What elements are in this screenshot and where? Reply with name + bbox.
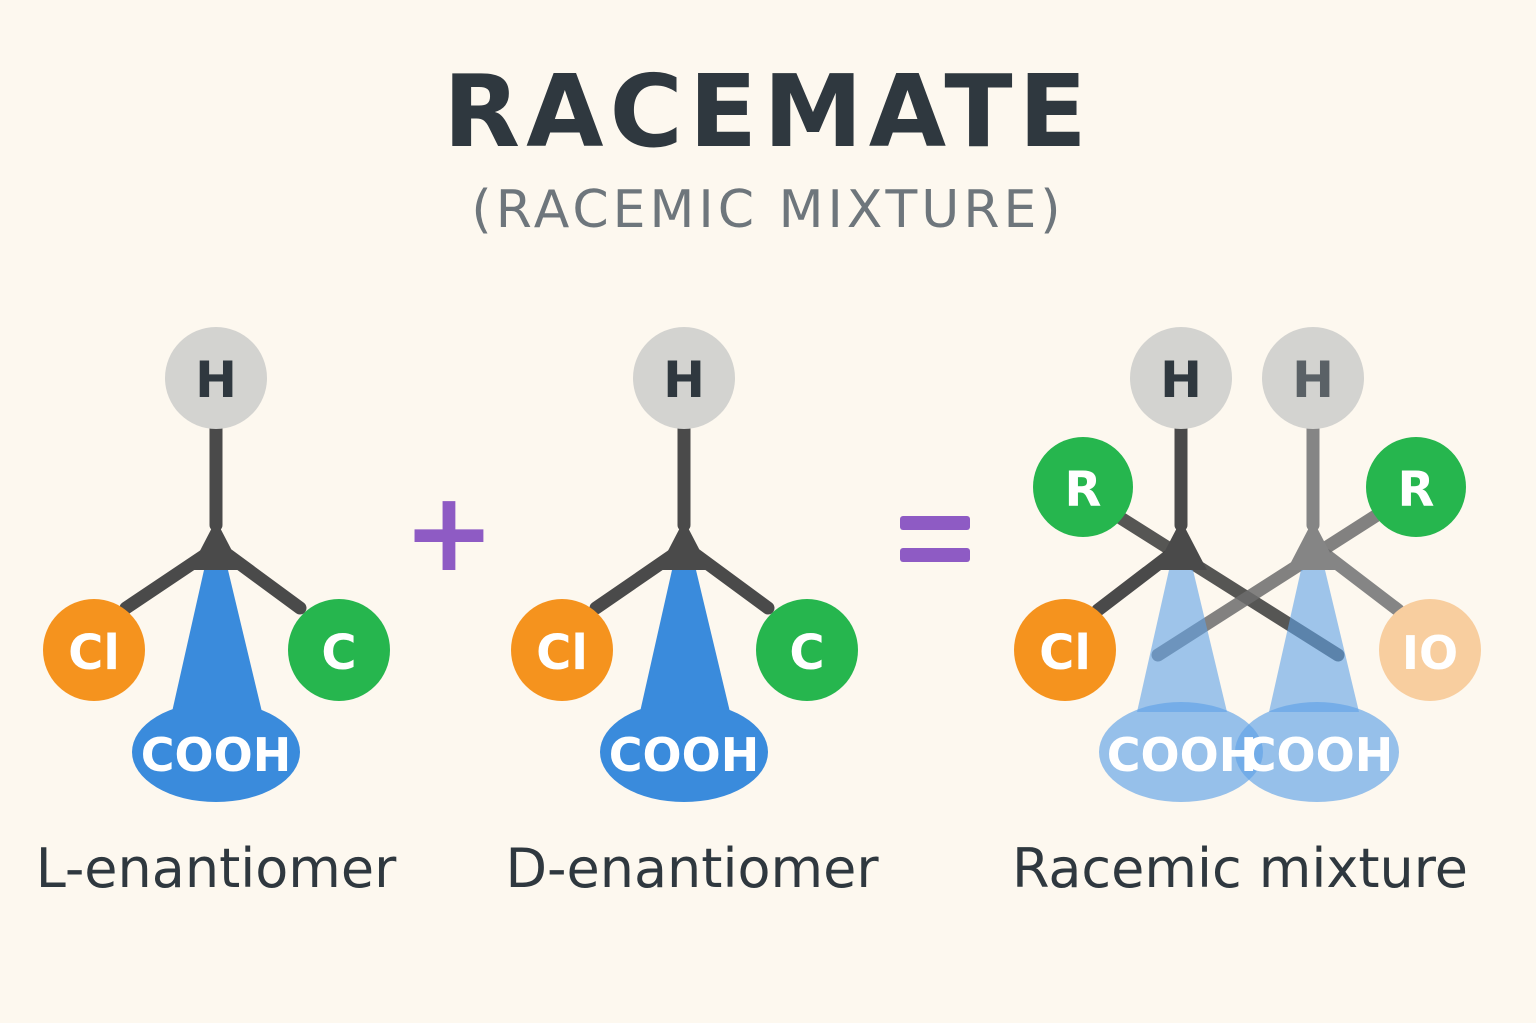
bond-right [1319,548,1405,617]
central-carbon [190,520,242,570]
r-group-label-first: R [1065,462,1102,518]
io-label: IO [1402,626,1458,680]
hydrogen-label: H [663,351,705,409]
cooh-label: COOH [141,728,291,782]
cooh-label-second: COOH [1243,728,1393,782]
central-carbon [658,520,710,570]
racemic-mixture: COOH COOH H H R R Cl IO [1014,327,1481,802]
r-group-label-second: R [1398,462,1435,518]
chlorine-atom [43,599,145,701]
hydrogen-atom-second [1262,327,1364,429]
hydrogen-label-second: H [1292,351,1334,409]
caption-racemic-mixture: Racemic mixture [1012,837,1468,900]
wedge-bond-second [1269,570,1359,712]
carbon-atom [756,599,858,701]
hydrogen-atom [633,327,735,429]
hydrogen-label-first: H [1160,351,1202,409]
wedge-bond [172,570,262,712]
bond-left [119,548,212,615]
chlorine-label: Cl [536,625,588,681]
d-enantiomer: COOH H Cl C [511,327,858,802]
central-carbon [1155,520,1207,570]
chlorine-label: Cl [1039,625,1091,681]
r-group-atom-first [1033,437,1133,537]
bond-right [221,548,307,615]
central-carbon [1287,520,1339,570]
equals-operator [900,516,970,562]
cooh-atom [600,702,768,802]
carbon-atom [288,599,390,701]
bond-left [589,548,680,615]
hydrogen-atom-first [1130,327,1232,429]
l-enantiomer: COOH H Cl C [43,327,390,802]
wedge-bond-first [1137,570,1227,712]
carbon-label: C [321,625,356,681]
chlorine-atom [1014,599,1116,701]
cooh-atom-first [1099,702,1263,802]
chlorine-label: Cl [68,625,120,681]
r-group-atom-second [1366,437,1466,537]
carbon-label: C [789,625,824,681]
subtitle: (RACEMIC MIXTURE) [471,180,1065,240]
caption-l-enantiomer: L-enantiomer [35,837,397,900]
bond-left [1091,548,1177,617]
hydrogen-atom [165,327,267,429]
cooh-label: COOH [609,728,759,782]
bond-right [689,548,775,615]
plus-operator: + [403,468,495,596]
wedge-bond [640,570,730,712]
cooh-atom-second [1235,702,1399,802]
io-atom [1379,599,1481,701]
cooh-atom [132,702,300,802]
chlorine-atom [511,599,613,701]
hydrogen-label: H [195,351,237,409]
cooh-label-first: COOH [1107,728,1257,782]
caption-d-enantiomer: D-enantiomer [505,837,879,900]
title: RACEMATE [443,53,1093,170]
